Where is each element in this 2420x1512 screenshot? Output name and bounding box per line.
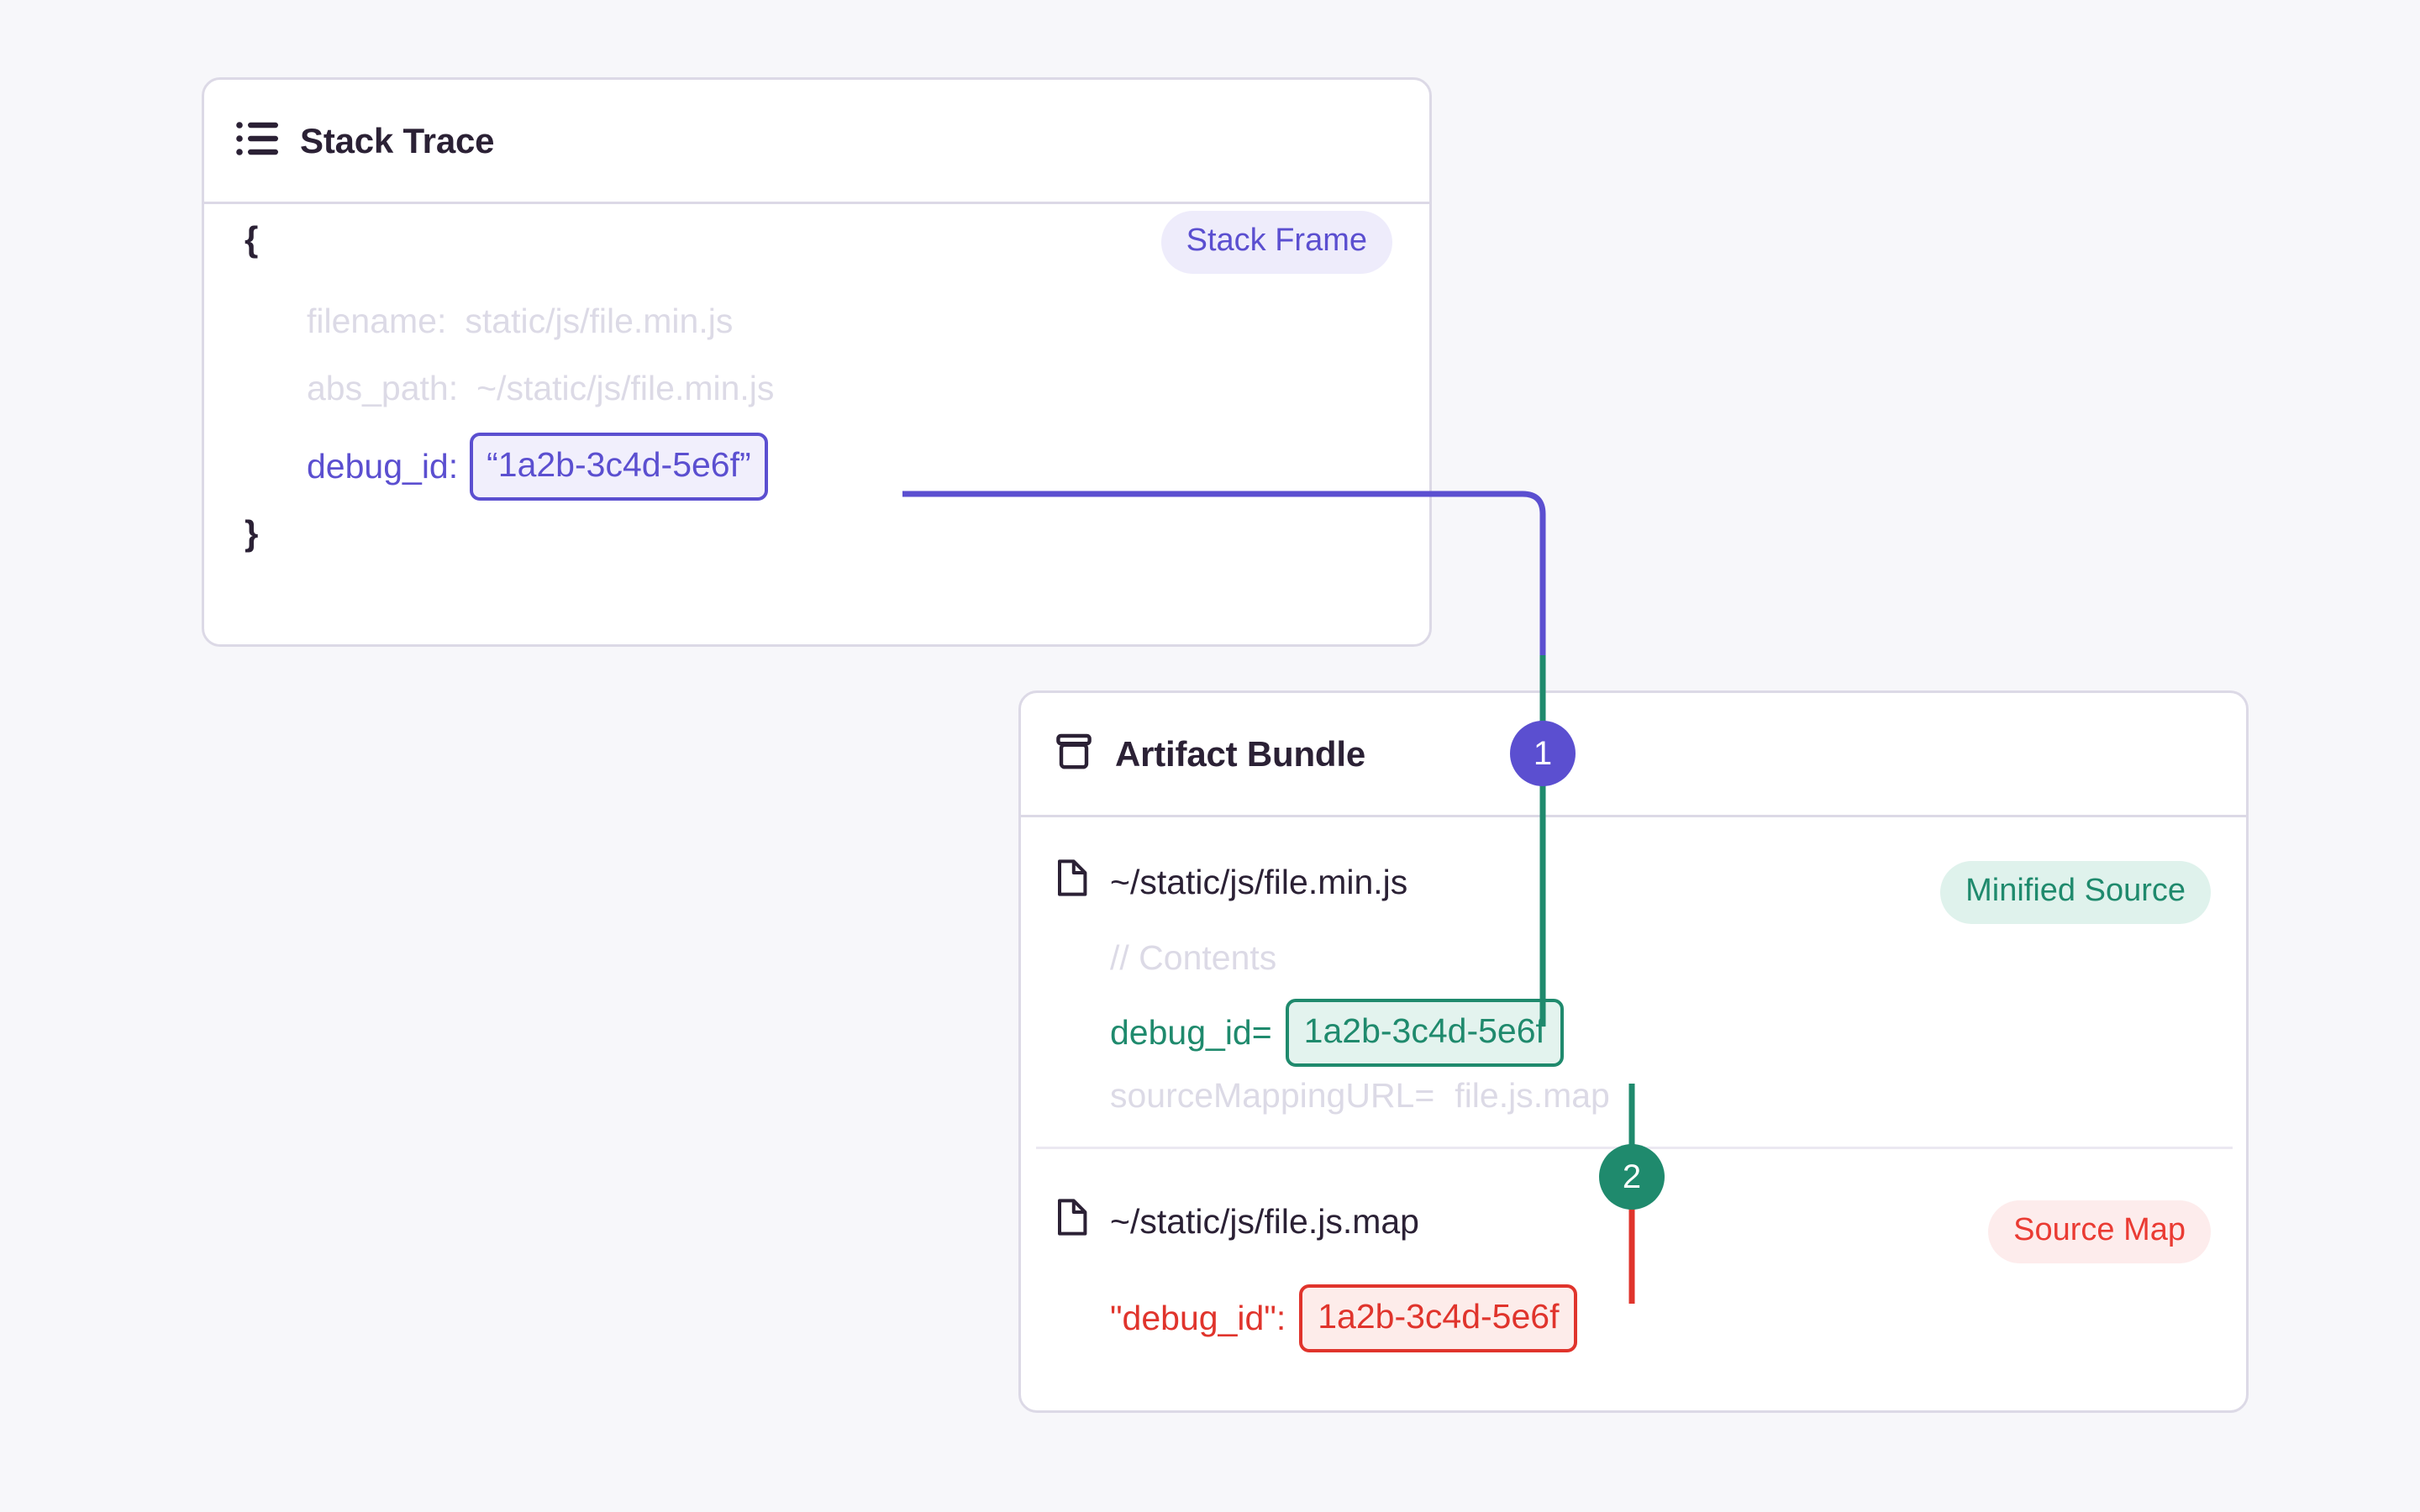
artifact-line-source-mapping-url-value: file.js.map <box>1455 1076 1610 1115</box>
step-marker-1[interactable]: 1 <box>1510 721 1576 786</box>
artifact-line-debug-id-source-map[interactable]: "debug_id": 1a2b-3c4d-5e6f <box>1110 1284 1578 1352</box>
artifact-line-source-mapping-url: sourceMappingURL= file.js.map <box>1110 1076 1610 1116</box>
file-icon <box>1055 858 1090 906</box>
stack-trace-body: { Stack Frame filename: static/js/file.m… <box>204 204 1429 647</box>
open-brace: { <box>245 219 259 259</box>
stack-row-debug-id[interactable]: debug_id: “1a2b-3c4d-5e6f” <box>307 433 768 501</box>
status-badge-source-map: Source Map <box>1988 1200 2211 1263</box>
stack-row-filename-key: filename: <box>307 302 447 340</box>
stack-row-filename-value: static/js/file.min.js <box>465 302 734 340</box>
artifact-line-debug-id-minified[interactable]: debug_id= 1a2b-3c4d-5e6f <box>1110 999 1564 1067</box>
artifact-line-debug-id-source-map-key: "debug_id": <box>1110 1299 1286 1337</box>
status-badge-minified-source: Minified Source <box>1940 861 2211 924</box>
artifact-bundle-panel: Artifact Bundle ~/static/js/file.min.js … <box>1018 690 2249 1413</box>
list-icon <box>236 120 280 161</box>
stack-row-abs-path-value: ~/static/js/file.min.js <box>476 369 775 407</box>
artifact-bundle-header: Artifact Bundle <box>1021 693 2246 817</box>
close-brace: } <box>245 513 259 553</box>
artifact-row-source-map[interactable]: ~/static/js/file.js.map <box>1055 1197 1419 1246</box>
stack-row-filename: filename: static/js/file.min.js <box>307 302 733 341</box>
artifact-line-debug-id-minified-value[interactable]: 1a2b-3c4d-5e6f <box>1285 999 1564 1067</box>
artifact-bundle-body: ~/static/js/file.min.js Minified Source … <box>1021 817 2246 1410</box>
status-badge-stack-frame: Stack Frame <box>1160 211 1392 274</box>
package-icon <box>1053 731 1095 777</box>
artifact-row-minified-source[interactable]: ~/static/js/file.min.js <box>1055 858 1407 906</box>
stack-trace-title: Stack Trace <box>300 120 495 160</box>
stack-row-debug-id-value[interactable]: “1a2b-3c4d-5e6f” <box>470 433 768 501</box>
file-icon <box>1055 1197 1090 1246</box>
step-marker-2[interactable]: 2 <box>1599 1144 1665 1210</box>
artifact-line-debug-id-minified-key: debug_id= <box>1110 1013 1272 1052</box>
artifact-bundle-title: Artifact Bundle <box>1115 733 1366 774</box>
artifact-line-debug-id-source-map-value[interactable]: 1a2b-3c4d-5e6f <box>1299 1284 1578 1352</box>
stack-row-abs-path-key: abs_path: <box>307 369 459 407</box>
artifact-path-source-map: ~/static/js/file.js.map <box>1110 1201 1419 1241</box>
artifact-line-source-mapping-url-key: sourceMappingURL= <box>1110 1076 1435 1115</box>
stack-row-abs-path: abs_path: ~/static/js/file.min.js <box>307 369 774 408</box>
stack-trace-panel: Stack Trace { Stack Frame filename: stat… <box>202 77 1432 647</box>
artifact-path-minified-source: ~/static/js/file.min.js <box>1110 862 1408 901</box>
stack-row-debug-id-key: debug_id: <box>307 447 459 486</box>
artifact-line-contents: // Contents <box>1110 938 1277 977</box>
stack-trace-header: Stack Trace <box>204 80 1429 204</box>
